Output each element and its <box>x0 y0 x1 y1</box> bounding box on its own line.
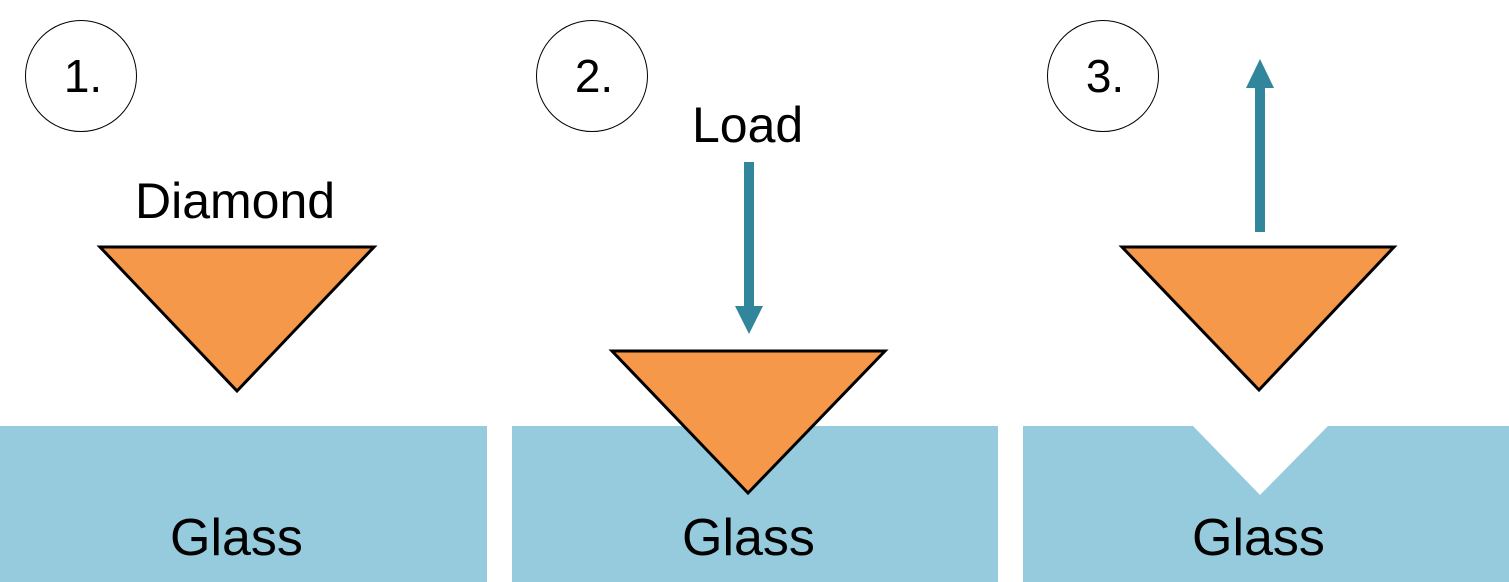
glass-label-step-3: Glass <box>1192 509 1325 567</box>
diamond-indenter-step-3 <box>1118 245 1398 393</box>
glass-label-step-2: Glass <box>682 509 815 567</box>
load-label: Load <box>692 97 804 153</box>
diamond-label: Diamond <box>135 173 336 229</box>
glass-label-step-1: Glass <box>170 509 303 567</box>
glass-block-step-1 <box>0 426 487 582</box>
unload-arrow-up <box>1246 59 1274 232</box>
step-number-2: 2. <box>536 20 648 132</box>
diamond-indenter-step-1 <box>96 245 378 394</box>
diamond-indenter-step-2 <box>608 349 889 496</box>
step-number-1: 1. <box>25 20 137 132</box>
step-number-3: 3. <box>1047 20 1159 132</box>
glass-block-with-indent-step-3 <box>1023 426 1509 582</box>
load-arrow-down <box>735 162 763 334</box>
